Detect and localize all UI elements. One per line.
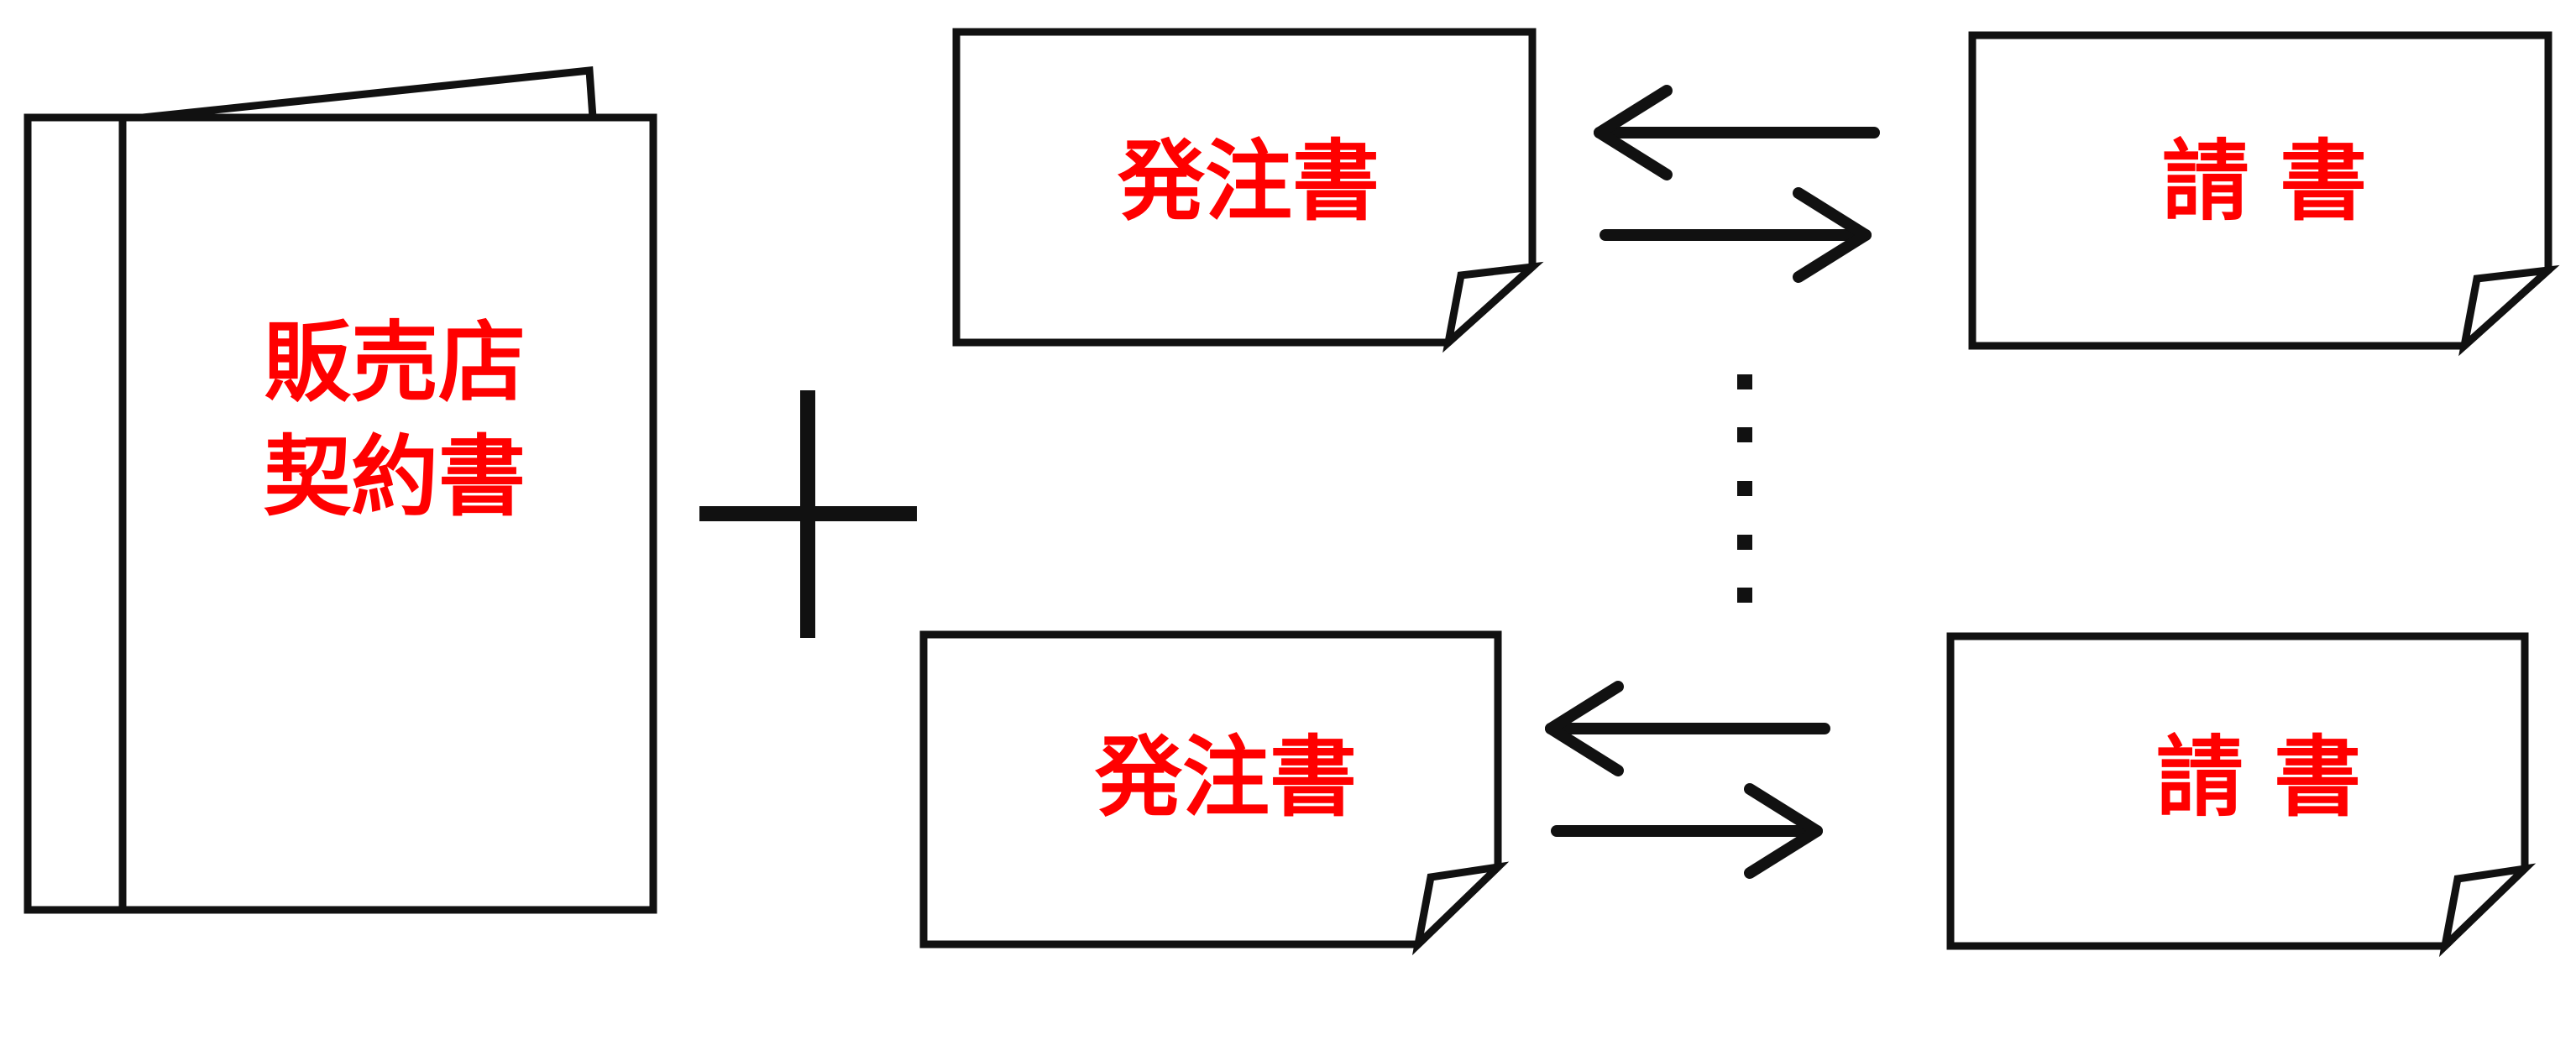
acknowledgment-label: 請 書	[2162, 130, 2367, 233]
acknowledgment-card	[1968, 31, 2560, 357]
arrow-left-icon	[1545, 681, 1830, 776]
acknowledgment-label: 請 書	[2156, 726, 2361, 828]
page-curl-icon	[2458, 264, 2560, 357]
acknowledgment-card	[1946, 632, 2537, 958]
page-curl-icon	[1442, 261, 1544, 353]
page-curl-icon	[2438, 863, 2537, 958]
arrow-right-icon	[1551, 783, 1823, 879]
arrow-left-icon	[1594, 85, 1880, 180]
page-curl-icon	[1411, 861, 1510, 956]
contract-title-line2: 契約書	[264, 426, 526, 528]
order-form-label: 発注書	[1118, 130, 1380, 233]
binder-spine	[24, 113, 127, 914]
plus-icon	[699, 390, 917, 638]
order-form-label: 発注書	[1095, 726, 1357, 828]
order-form-card	[919, 630, 1510, 956]
binder-cover	[118, 113, 657, 914]
binder-back-page	[142, 66, 597, 122]
contract-title-line1: 販売店	[264, 311, 526, 414]
vertical-dots-icon	[1737, 374, 1752, 603]
arrow-right-icon	[1600, 187, 1872, 283]
contract-binder	[24, 66, 657, 914]
order-form-card	[952, 28, 1544, 353]
